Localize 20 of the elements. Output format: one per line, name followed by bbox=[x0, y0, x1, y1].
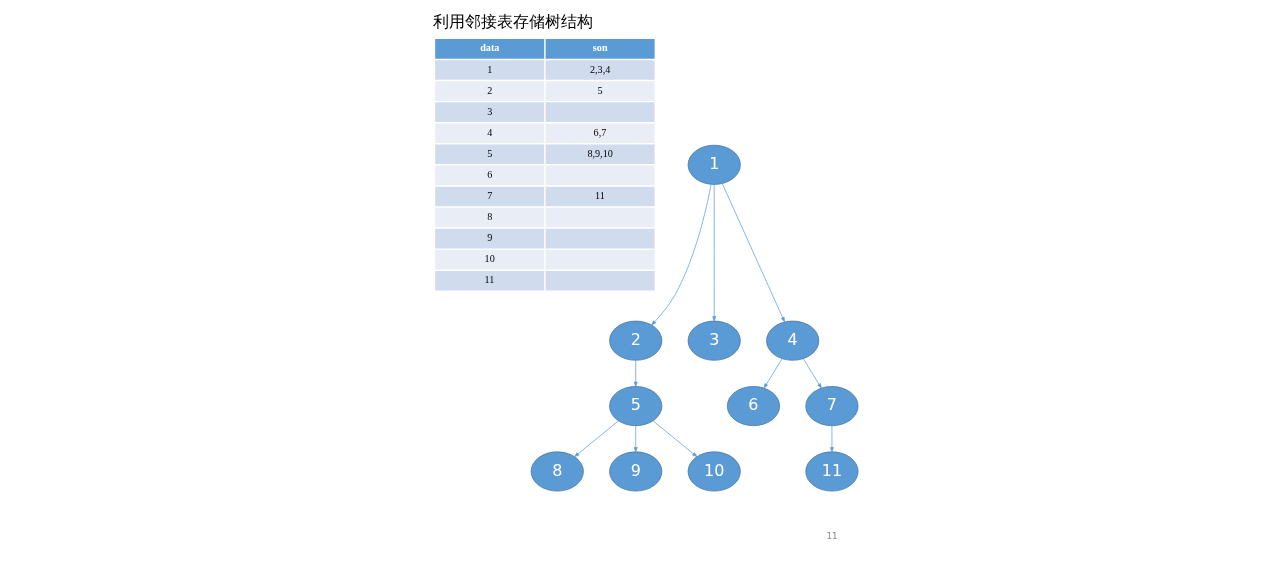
label: son bbox=[592, 41, 608, 53]
label: 2 bbox=[486, 84, 492, 96]
label: 7 bbox=[486, 190, 492, 202]
label: 8 bbox=[486, 211, 492, 223]
label: 11 bbox=[594, 190, 605, 202]
label: 6,7 bbox=[593, 126, 606, 138]
label: 9 bbox=[486, 232, 492, 244]
label: 3 bbox=[486, 105, 492, 117]
label: 5 bbox=[486, 147, 492, 159]
label: 11 bbox=[825, 531, 837, 542]
label: 6 bbox=[486, 169, 492, 181]
label: 1 bbox=[486, 63, 492, 75]
label: 2,3,4 bbox=[589, 63, 610, 75]
label: 5 bbox=[597, 84, 603, 96]
label: data bbox=[479, 41, 499, 53]
label: 4 bbox=[486, 126, 492, 138]
label: 8,9,10 bbox=[586, 147, 613, 159]
label: 11 bbox=[484, 274, 494, 286]
label: 10 bbox=[484, 253, 495, 265]
diagram-title: 利用邻接表存储树结构 bbox=[432, 12, 593, 32]
